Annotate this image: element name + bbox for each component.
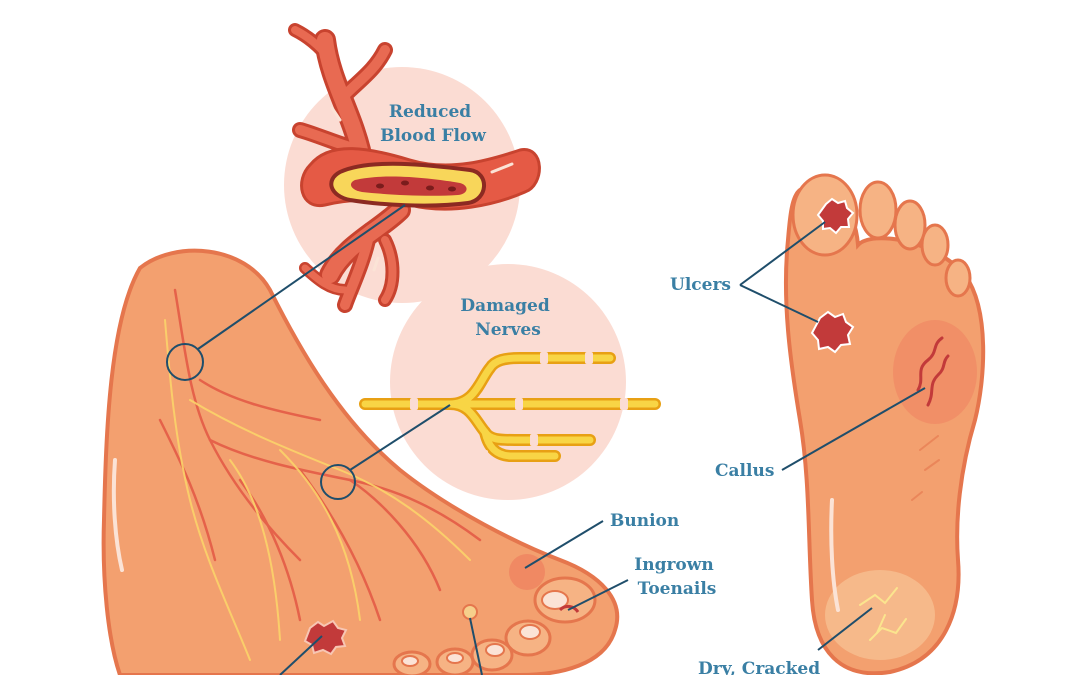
side-foot-highlight: [111, 458, 124, 572]
nerves-illustration: [359, 352, 661, 462]
sole-toe-5: [944, 258, 972, 298]
label-damaged-nerves-line2: Nerves: [475, 320, 541, 340]
label-reduced-blood-flow-line2: Blood Flow: [380, 126, 486, 146]
label-ingrown-toenails: Ingrown Toenails: [634, 555, 719, 599]
blood-cells: [376, 180, 456, 192]
label-reduced-blood-flow-line1: Reduced: [389, 102, 471, 122]
blister-leader: [469, 617, 483, 675]
blood-flow-leader: [197, 204, 406, 350]
vessel-highlights: [330, 106, 514, 272]
sole-ulcer-mid: [810, 310, 855, 354]
label-dry-cracked: Dry, Cracked: [698, 659, 820, 675]
sole-foot: [783, 173, 986, 675]
toenail-2: [519, 624, 541, 640]
toenail-5: [401, 655, 419, 667]
vessel-lumen: [350, 176, 467, 196]
label-ingrown-toenails-line1: Ingrown: [634, 555, 714, 575]
label-callus: Callus: [715, 461, 774, 481]
toe-blister: [462, 604, 478, 620]
heel-glow: [825, 570, 935, 660]
ulcers-leader-bottom: [739, 284, 819, 323]
nerves-callout-circle: [320, 464, 356, 500]
blood-vessel-illustration: [288, 23, 541, 313]
sole-lines: [911, 435, 940, 501]
nerves-leader: [349, 404, 451, 471]
label-ulcers: Ulcers: [670, 275, 731, 295]
ulcers-leader-top: [739, 221, 826, 286]
sole-toe-2: [858, 180, 898, 240]
labels: Reduced Blood Flow Damaged Nerves Ulcers…: [380, 102, 820, 675]
bunion-spot: [509, 554, 545, 590]
label-damaged-nerves: Damaged Nerves: [460, 296, 555, 340]
nerve-gaps: [410, 352, 628, 462]
toenail-3: [485, 643, 505, 657]
sole-highlight: [829, 498, 840, 612]
callus-spot: [893, 320, 977, 424]
side-ulcer: [303, 619, 348, 656]
toenails: [401, 590, 569, 667]
toenail-4: [446, 652, 464, 664]
leader-lines: [166, 204, 926, 675]
heel-cracks: [859, 587, 907, 641]
label-ingrown-toenails-line2: Toenails: [638, 579, 717, 599]
bunion-leader: [524, 520, 604, 569]
side-foot-nerves: [164, 319, 471, 661]
label-bunion: Bunion: [610, 511, 679, 531]
callus-marks: [916, 336, 950, 407]
ingrown-mark: [558, 604, 580, 613]
sole-toe-3: [893, 199, 927, 251]
toenail-1: [541, 590, 569, 610]
label-reduced-blood-flow: Reduced Blood Flow: [380, 102, 486, 146]
sole-toe-4: [920, 223, 950, 267]
side-ulcer-leader: [279, 635, 323, 675]
blood-flow-callout-circle: [166, 343, 204, 381]
ingrown-leader: [567, 579, 629, 611]
callus-leader: [781, 387, 926, 471]
dry-cracked-leader: [817, 607, 873, 651]
label-damaged-nerves-line1: Damaged: [460, 296, 549, 316]
